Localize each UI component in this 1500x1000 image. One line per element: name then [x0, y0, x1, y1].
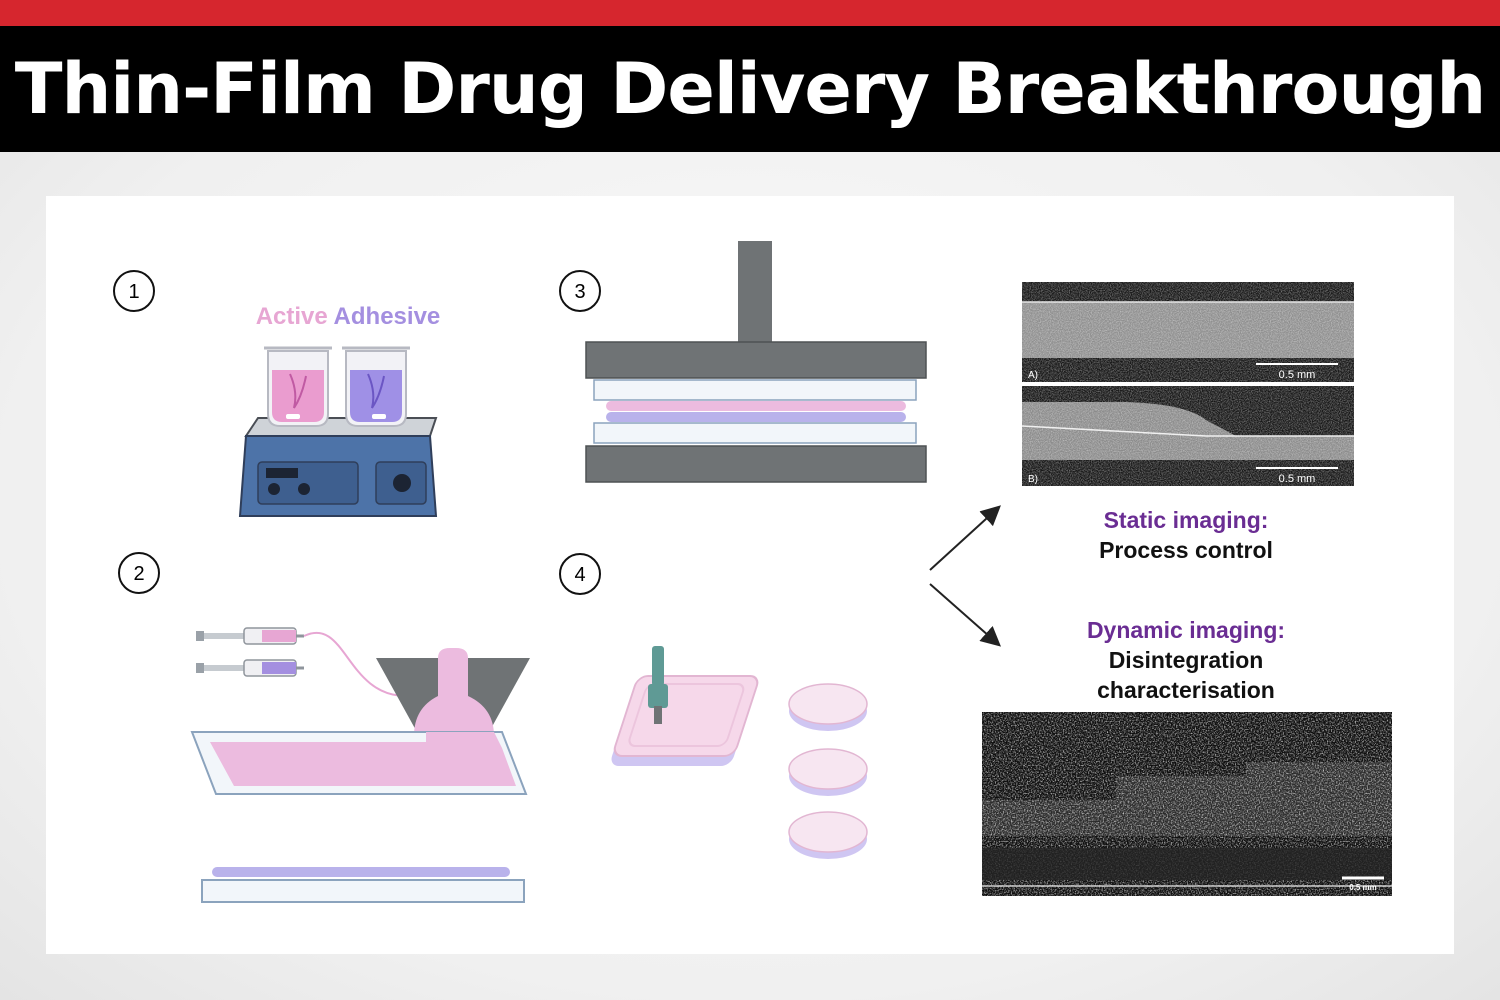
syringe-purple-icon	[196, 659, 304, 677]
page-title: Thin-Film Drug Delivery Breakthrough	[14, 48, 1487, 130]
dynamic-imaging-line2: characterisation	[1097, 677, 1275, 703]
step-1-number: 1	[128, 281, 139, 303]
arrow-to-dynamic	[929, 583, 1001, 647]
purple-beaker-icon	[342, 346, 410, 427]
dynamic-scan-scale: 0.5 mm	[1349, 883, 1377, 892]
process-diagram: 1 2 3 4 Active Adhesive	[113, 241, 1392, 903]
cast-substrate-icon	[190, 731, 528, 795]
adhesive-word: Adhesive	[334, 303, 441, 330]
step-3-number: 3	[574, 281, 585, 303]
static-scan-a: A) 0.5 mm	[1022, 282, 1354, 382]
punch-tool-icon	[648, 646, 668, 724]
scan-a-scale: 0.5 mm	[1279, 369, 1316, 381]
step-4-marker: 4	[559, 553, 601, 595]
syringe-tube	[303, 632, 407, 697]
arrow-to-static	[929, 505, 1001, 571]
diagram-panel: 1 2 3 4 Active Adhesive	[46, 196, 1454, 954]
scan-b-label: B)	[1028, 474, 1038, 485]
hotplate-stirrer-icon	[238, 417, 438, 517]
cast-film-side-view	[201, 867, 525, 903]
scan-b-scale: 0.5 mm	[1279, 473, 1316, 485]
laminate-sheet-icon	[611, 675, 759, 766]
step-3-marker: 3	[559, 270, 601, 312]
active-word: Active	[256, 303, 328, 330]
syringe-pink-icon	[196, 627, 304, 645]
active-adhesive-label: Active Adhesive	[256, 303, 441, 330]
static-imaging-heading: Static imaging:	[1104, 507, 1269, 533]
static-scan-b: B) 0.5 mm	[1021, 386, 1354, 486]
step-4-number: 4	[574, 564, 585, 586]
step-2-marker: 2	[118, 552, 160, 594]
top-accent-bar	[0, 0, 1500, 26]
pink-beaker-icon	[264, 346, 332, 427]
static-imaging-subtitle: Process control	[1099, 537, 1273, 563]
scan-a-label: A)	[1028, 370, 1038, 381]
step-2-number: 2	[133, 563, 144, 585]
casting-hopper-icon	[376, 648, 530, 744]
step-1-marker: 1	[113, 270, 155, 312]
dynamic-imaging-heading: Dynamic imaging:	[1087, 617, 1285, 643]
dynamic-imaging-line1: Disintegration	[1109, 647, 1264, 673]
dynamic-scan: 0.5 mm	[982, 712, 1392, 896]
title-bar: Thin-Film Drug Delivery Breakthrough	[0, 26, 1500, 152]
punched-discs-icon	[788, 683, 868, 859]
lamination-press-icon	[585, 241, 927, 483]
